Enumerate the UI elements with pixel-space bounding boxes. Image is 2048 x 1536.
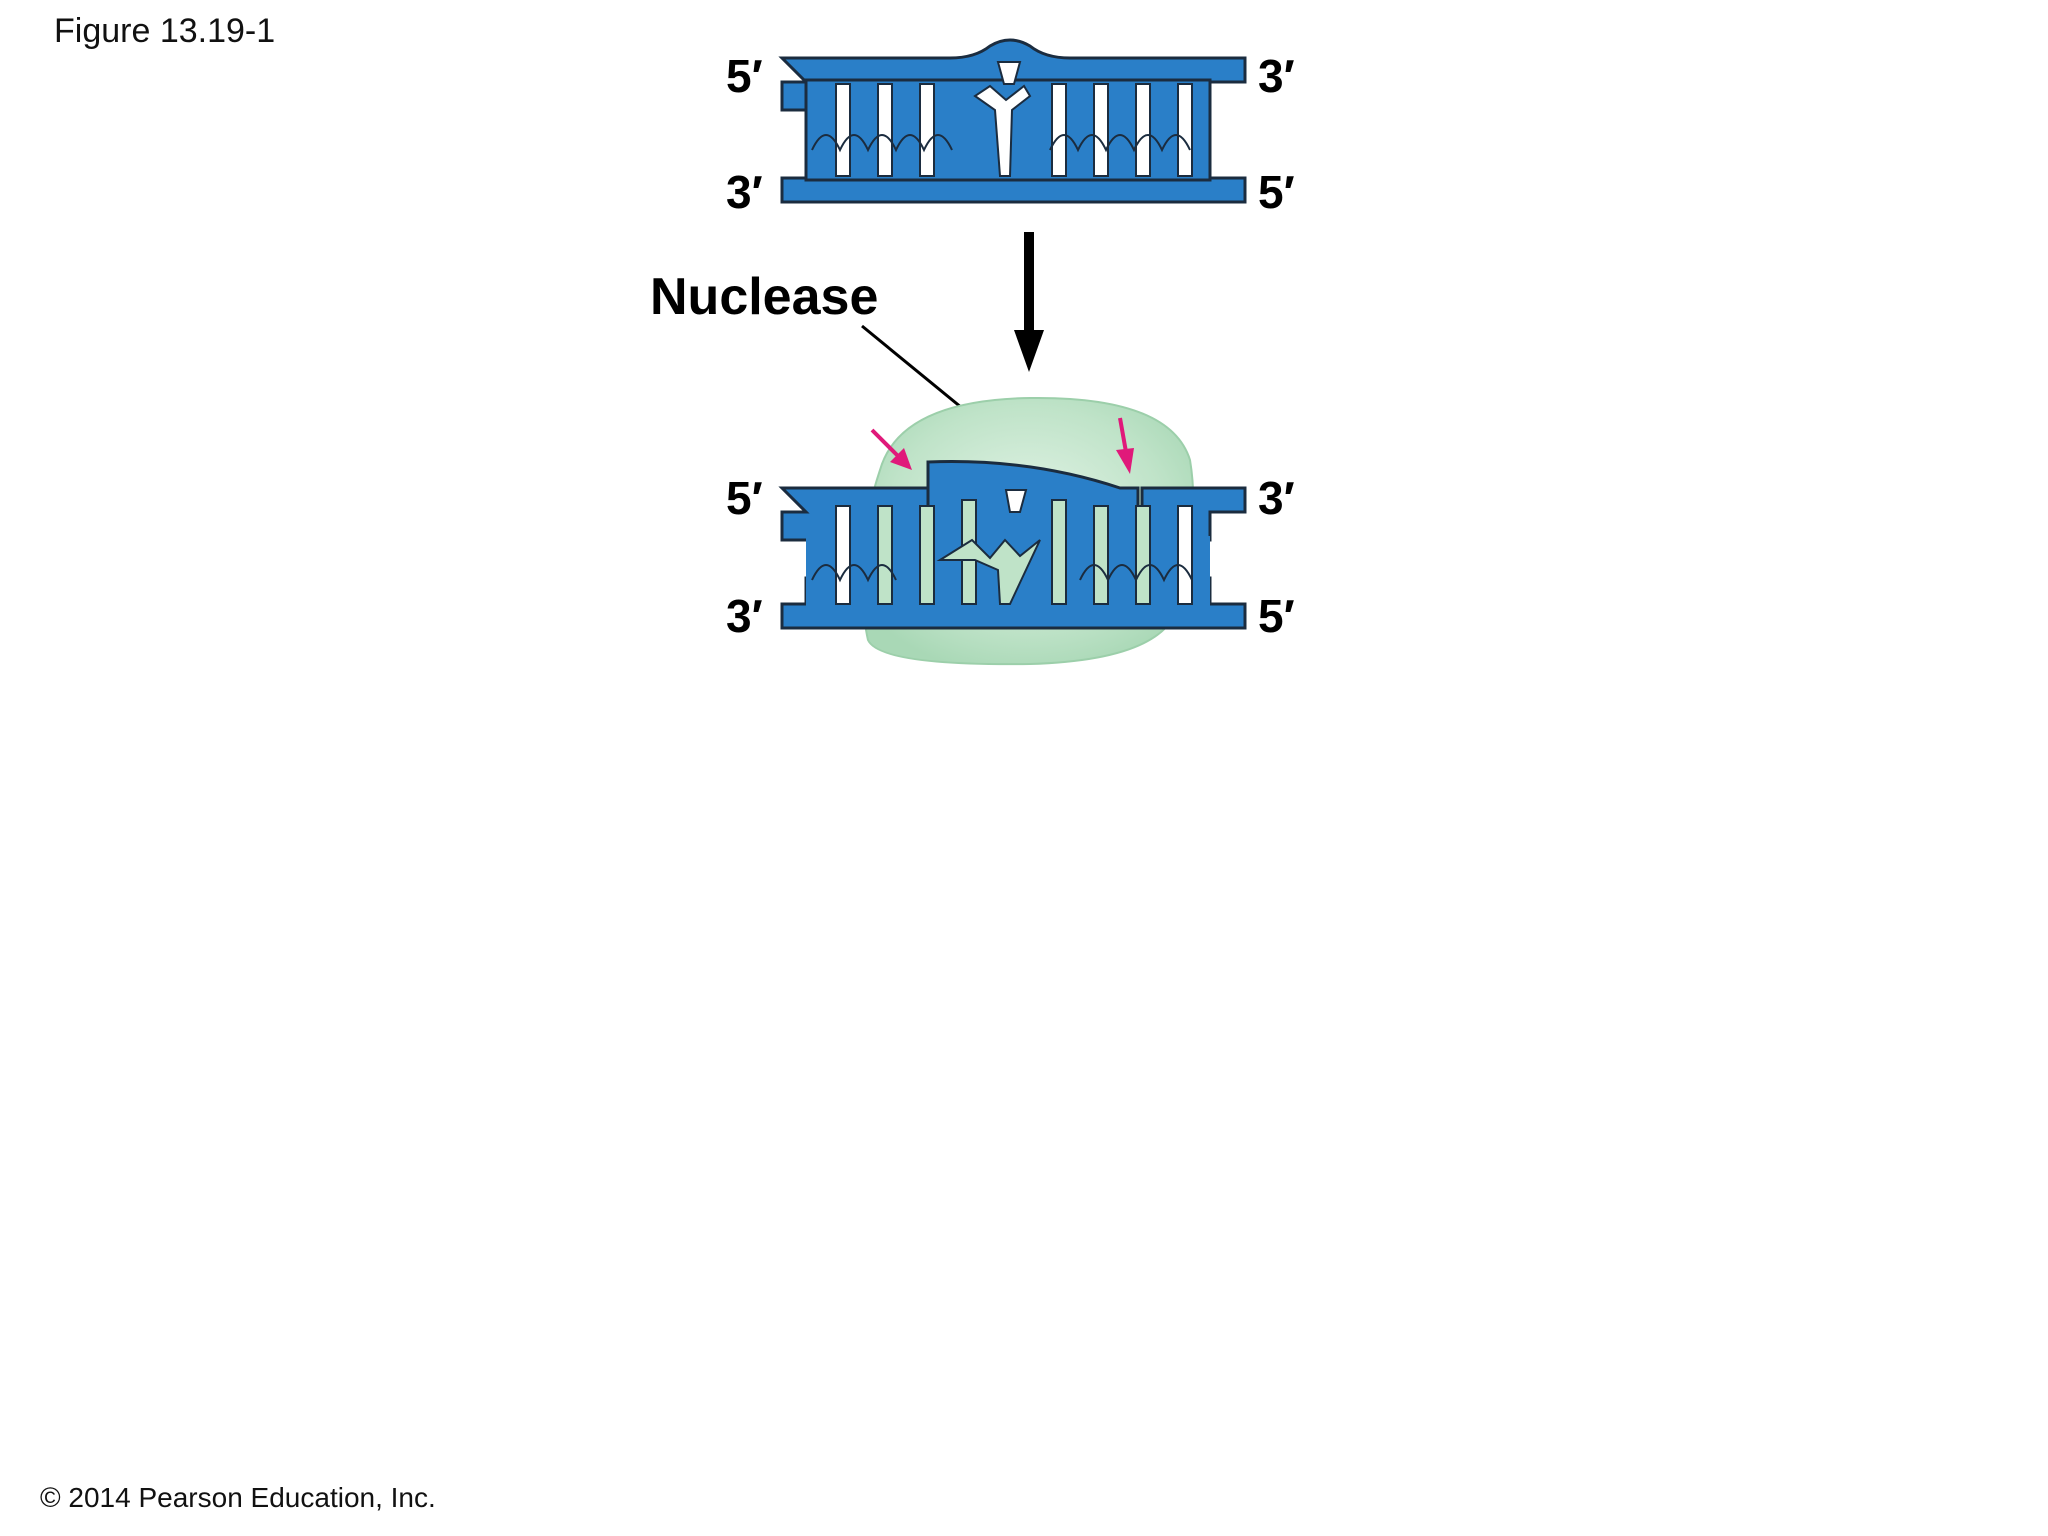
bottom-dna-molecule [778, 460, 1247, 630]
top-dna-base-gaps [835, 83, 1193, 177]
bottom-right-5-prime-label: 5′ [1258, 590, 1295, 642]
cut-site-arrow-right [1116, 417, 1134, 474]
top-dna-molecule [778, 38, 1247, 204]
bottom-dna-backbone-curves [811, 564, 1193, 583]
bottom-left-3-prime-label: 3′ [726, 590, 763, 642]
bottom-dna-base-gaps [835, 499, 1193, 605]
process-arrow [1014, 232, 1044, 372]
bottom-right-3-prime-label: 3′ [1258, 472, 1295, 524]
top-left-3-prime-label: 3′ [726, 166, 763, 218]
bottom-dna-excised-fragment [926, 460, 1140, 542]
top-left-5-prime-label: 5′ [726, 50, 763, 102]
top-right-3-prime-label: 3′ [1258, 50, 1295, 102]
figure-caption: Figure 13.19-1 [54, 12, 276, 50]
bottom-dna-upper-strand-left [778, 486, 930, 542]
top-dna-thymine-dimer [973, 61, 1032, 177]
copyright-notice: © 2014 Pearson Education, Inc. [40, 1482, 436, 1513]
bottom-dna-upper-strand-right [1140, 486, 1247, 542]
nuclease-label: Nuclease [650, 268, 878, 326]
top-dna-backbone-curves [811, 134, 1191, 153]
cut-site-arrow-left [870, 428, 912, 470]
bottom-dna-dimer-notch [1004, 489, 1028, 513]
bottom-dna-thymine-dimer [936, 538, 1041, 605]
top-right-5-prime-label: 5′ [1258, 166, 1295, 218]
bottom-left-5-prime-label: 5′ [726, 472, 763, 524]
